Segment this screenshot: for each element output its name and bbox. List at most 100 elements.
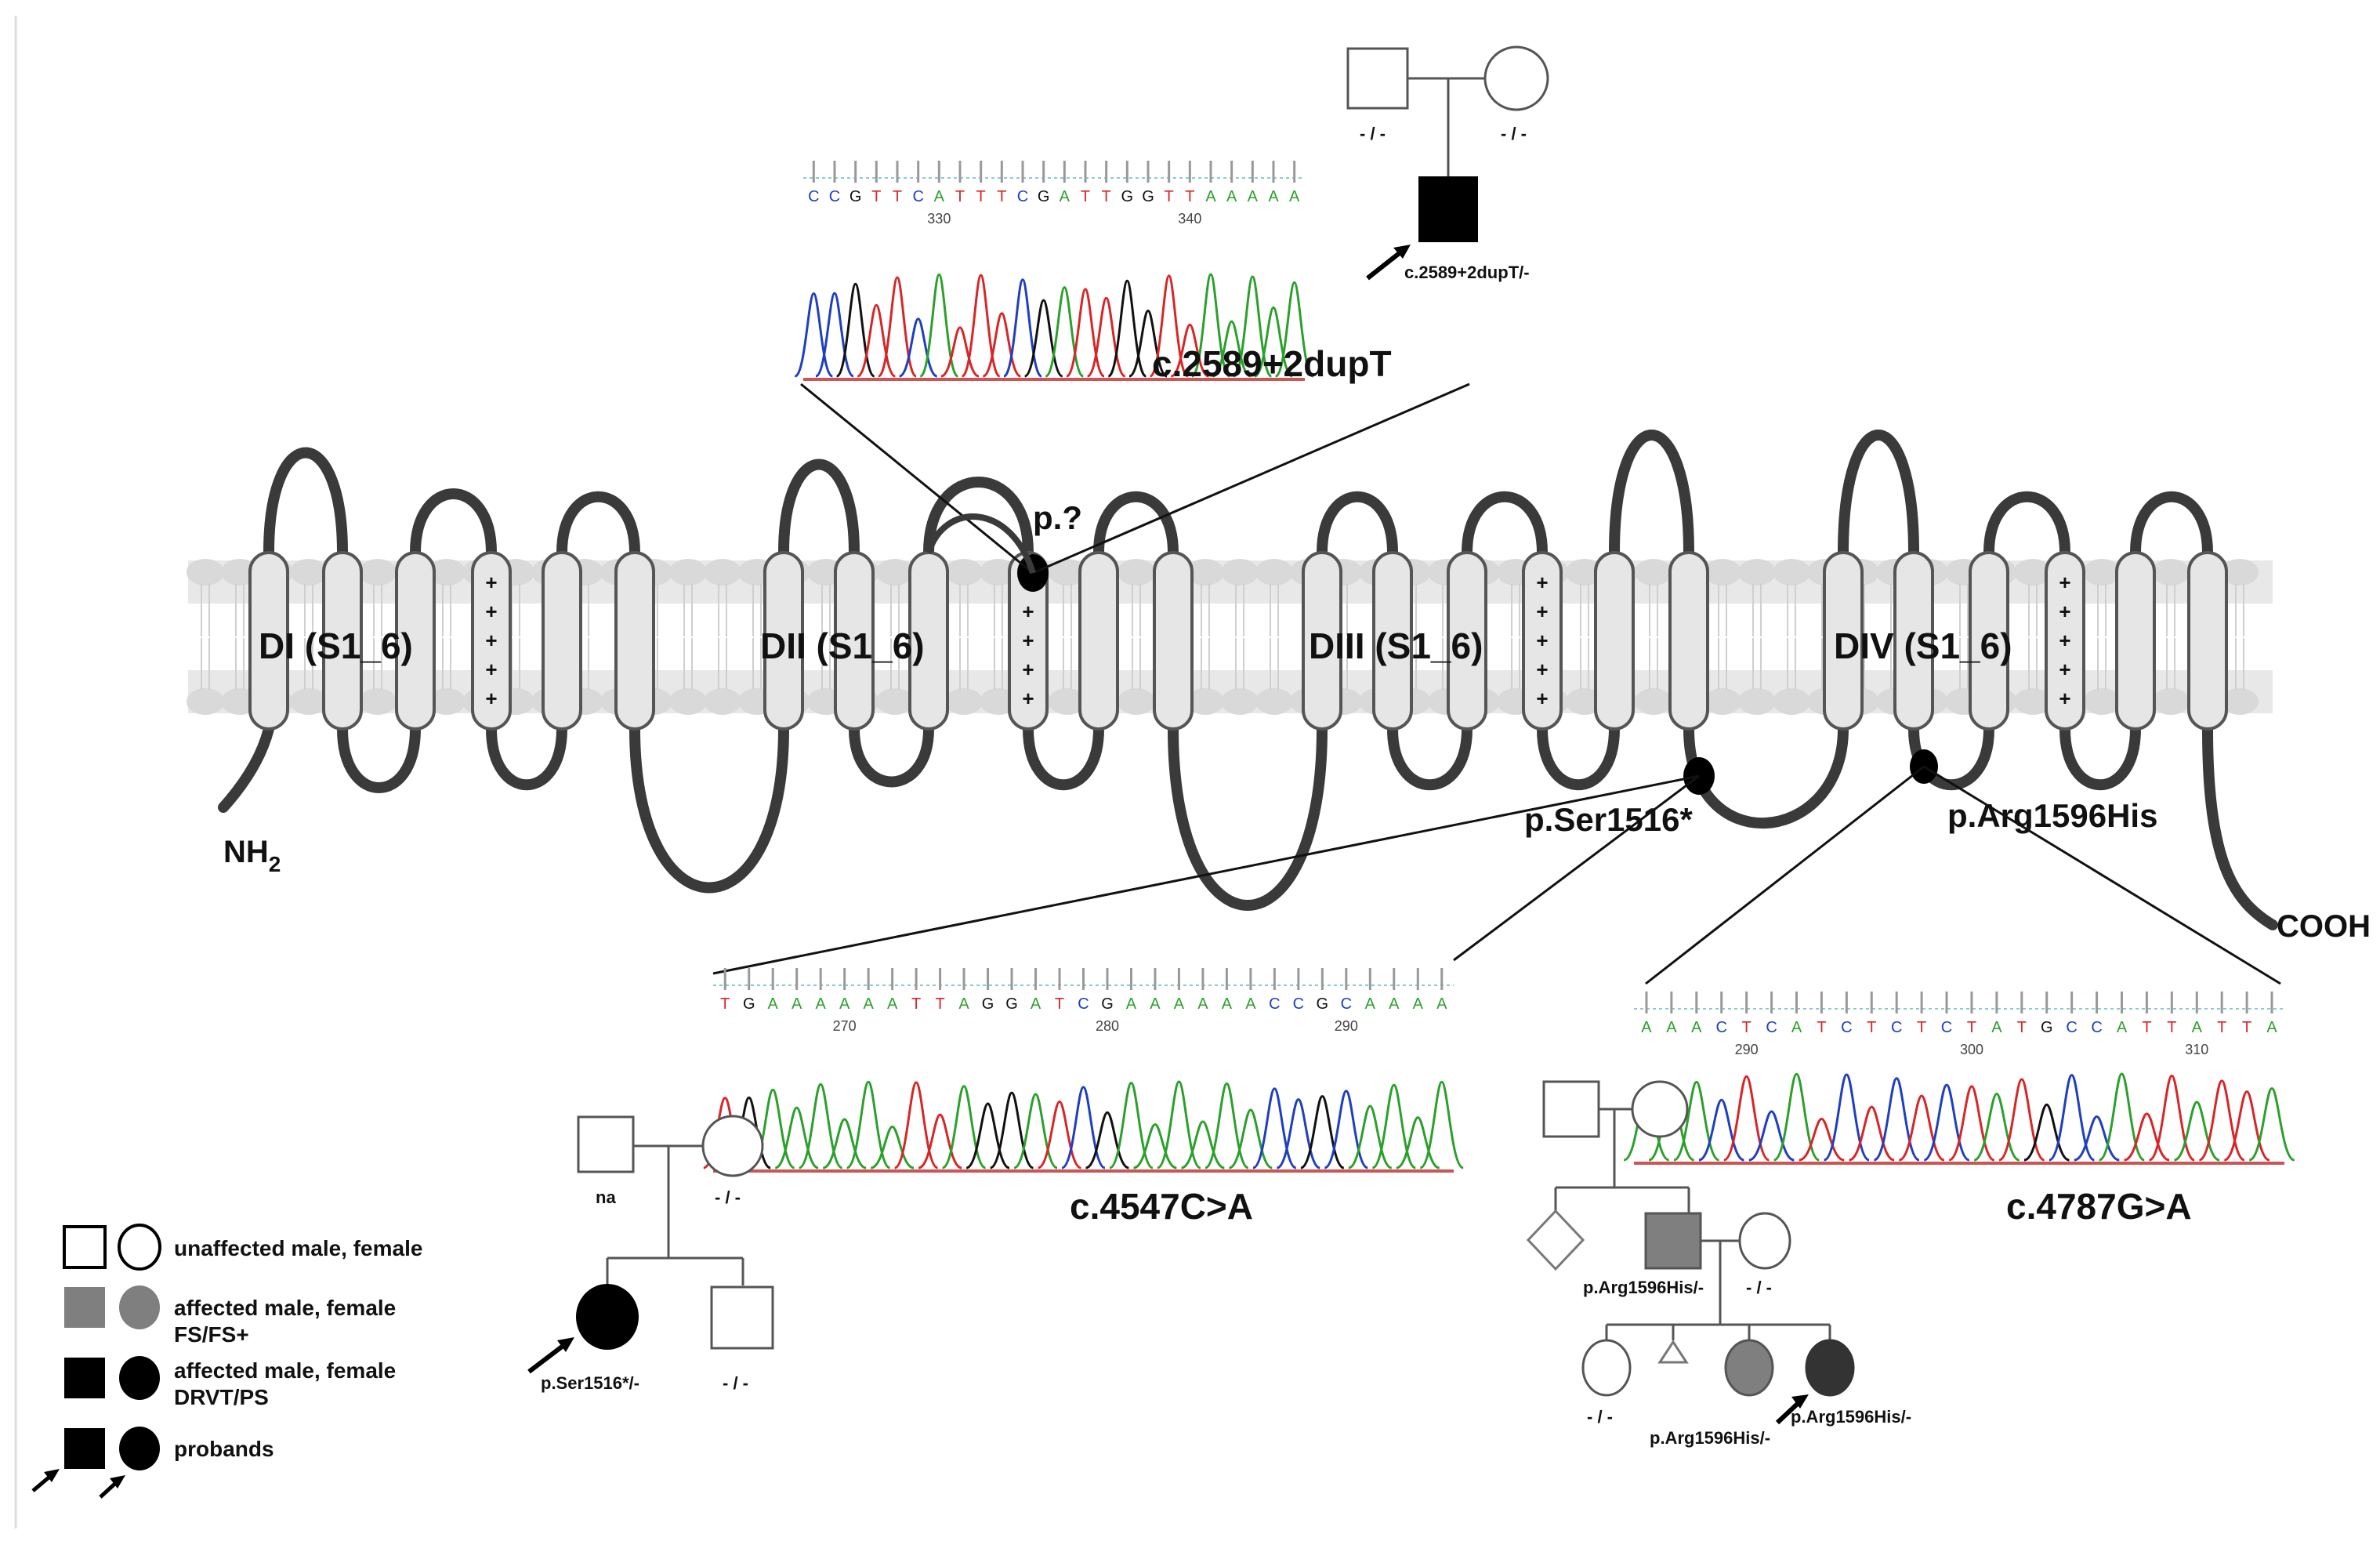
chromatogram-label-c4787: c.4787G>A [2006,1186,2192,1227]
pedigree3-child-1 [1581,1339,1632,1397]
chromatogram-label-c4547: c.4547C>A [1070,1186,1253,1227]
chrom-1-peak-9 [982,312,1022,378]
domain-label-1: DI (S1_6) [259,625,413,666]
channel-backbone-loop [218,430,2278,930]
helix-d1-s5 [542,551,582,731]
helix-d3-s6 [1668,551,1709,731]
chrom-3-peak-10 [1873,1077,1920,1162]
chrom-3-base-11: T [1917,1019,1926,1036]
chrom-2-base-15: C [1078,995,1089,1013]
chrom-3-base-3: C [1716,1019,1727,1036]
chrom-2-base-29: A [1413,995,1424,1013]
chrom-2-peak-29 [1396,1116,1440,1169]
pedigree3-child-2-miscarriage [1657,1340,1689,1364]
helix-d1-s2 [322,551,363,731]
chrom-2-peak-15 [1061,1086,1106,1169]
chrom-3-peak-7 [1799,1117,1845,1162]
chrom-3-peak-25 [2248,1087,2295,1162]
legend-label-affected-severe-type: DRVT/PS [174,1385,269,1409]
charge-d3-4: + [1536,658,1548,681]
chrom-3-base-4: T [1742,1019,1751,1036]
chrom-1-peak-10 [1002,278,1043,378]
domain-label-3: DIII (S1_6) [1309,625,1483,666]
helix-d4-s4 [2045,551,2085,731]
chrom-2-peak-21 [1204,1082,1249,1169]
legend-affected-mild-female [119,1285,160,1329]
pedigree1-father [1346,47,1409,110]
splice-mutation-label: p.? [1033,499,1082,536]
chrom-1-peak-5 [898,317,938,378]
pedigree1-proband-genotype: c.2589+2dupT/- [1404,263,1530,282]
helix-d1-s6 [614,551,655,731]
domain-label-4: DIV (S1_6) [1834,625,2012,666]
chrom-2-peak-24 [1276,1098,1320,1169]
chrom-1-base-16: G [1142,188,1154,205]
chrom-1-peak-18 [1170,323,1209,378]
chrom-3-peak-14 [1973,1093,2020,1162]
chrom-2-peak-14 [1037,1100,1082,1169]
chrom-1-peak-17 [1149,274,1189,378]
helix-d3-s1 [1302,551,1342,731]
legend-proband-male [64,1428,105,1469]
chrom-2-base-20: A [1197,995,1208,1013]
connector-lines [712,383,2281,985]
pedigree1-mother-genotype: - / - [1501,124,1527,143]
chrom-2-peak-22 [1228,1108,1273,1169]
pedigree3-child-3 [1724,1339,1774,1397]
chrom-2-base-4: A [816,995,827,1013]
chrom-2-base-27: A [1365,995,1376,1013]
charge-d1-3: + [485,629,497,652]
chrom-1-peak-1 [815,292,854,378]
chrom-2-base-6: A [863,995,874,1013]
helix-d1-s3 [395,551,436,731]
pedigree3-grandfather [1542,1080,1600,1138]
chrom-2-peak-23 [1252,1087,1297,1169]
chrom-2-peak-5 [822,1118,867,1169]
charge-d4-5: + [2059,687,2070,710]
chrom-2-peak-10 [941,1085,987,1169]
chromatogram-label-c2589: c.2589+2dupT [1152,343,1392,384]
chrom-1-pos-1: 340 [1178,211,1201,227]
chrom-2-base-23: C [1269,995,1280,1013]
pedigree-family-3: p.Arg1596His/- - / - - / - p.Arg1596His/… [1526,1080,1911,1448]
chrom-1-peak-3 [857,303,897,378]
chrom-2-peak-4 [799,1082,843,1169]
chrom-2-peak-12 [989,1091,1034,1169]
charge-d3-1: + [1536,571,1548,594]
charge-d2-5: + [1022,687,1034,710]
chrom-1-base-22: A [1268,188,1279,205]
pedigree3-proband [1805,1339,1855,1397]
chrom-3-base-12: C [1941,1019,1952,1036]
helix-d3-s2 [1372,551,1413,731]
chrom-2-base-26: C [1341,995,1352,1013]
chrom-1-peak-20 [1212,320,1252,378]
legend-unaffected-male [63,1225,107,1269]
chrom-2-peak-25 [1300,1095,1345,1169]
helix-d4-s1 [1823,551,1864,731]
chrom-2-pos-1: 280 [1096,1018,1119,1034]
chrom-1-base-13: T [1081,188,1090,205]
chrom-3-peak-18 [2074,1115,2120,1162]
chrom-3-peak-8 [1823,1073,1870,1162]
charge-d3-5: + [1536,687,1548,710]
helix-d3-s4 [1522,551,1563,731]
chrom-1-base-21: A [1248,188,1259,205]
chrom-2-base-5: A [839,995,850,1013]
chrom-3-base-13: T [1967,1019,1976,1036]
legend-label-affected-mild-type: FS/FS+ [174,1322,249,1347]
pedigree3-sibling-diamond [1526,1209,1585,1271]
pedigree3-child-1-genotype: - / - [1587,1407,1613,1427]
pedigree2-proband-genotype: p.Ser1516*/- [541,1373,639,1393]
legend-label-probands: probands [174,1437,274,1461]
pedigree2-mother [701,1115,764,1177]
chrom-1-base-19: A [1205,188,1216,205]
legend-affected-severe-female [119,1356,160,1400]
chrom-3-peak-3 [1698,1098,1745,1162]
helix-d2-s1 [763,551,804,731]
transmembrane-helices [248,551,2228,731]
pedigree3-spouse [1738,1212,1791,1270]
chrom-3-base-16: G [2041,1019,2053,1036]
helix-d1-s1 [248,551,289,731]
chrom-3-base-14: A [1991,1019,2002,1036]
voltage-sensor-charges: ++++++++++++++++++++ [485,571,2070,710]
